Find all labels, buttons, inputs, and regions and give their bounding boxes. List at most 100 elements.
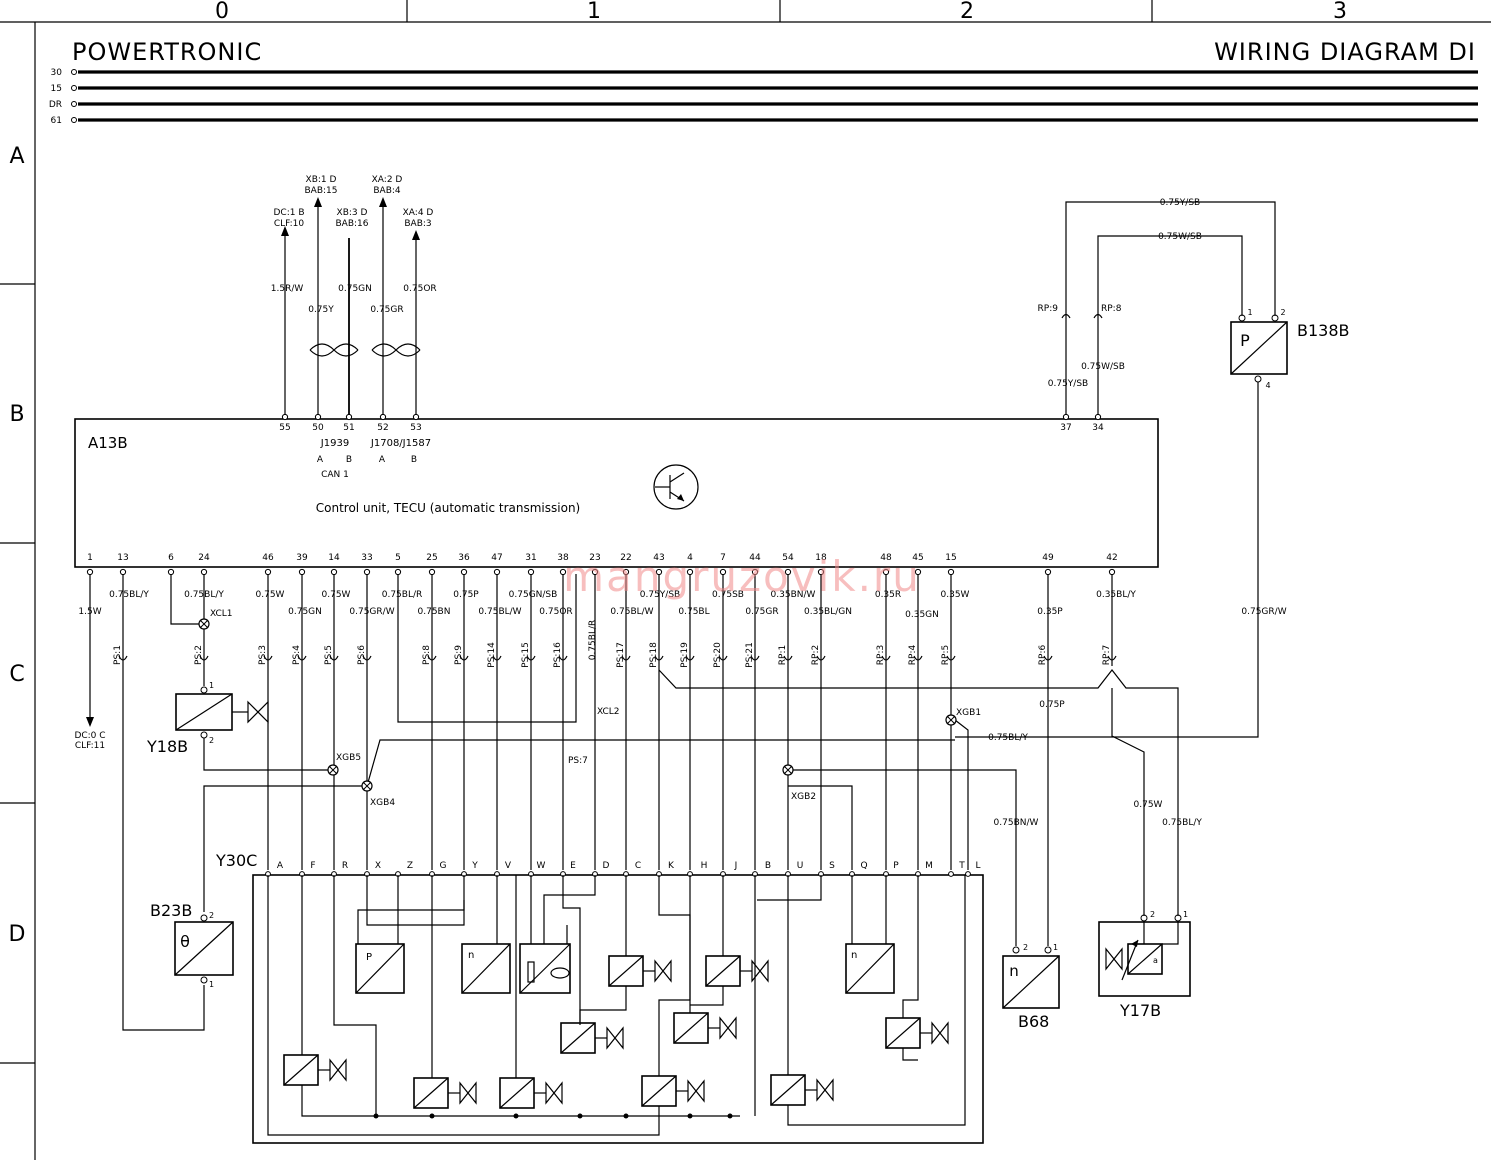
- b23b-sensor: [174, 914, 234, 984]
- bottom-wire-label: 0.75GR: [745, 607, 778, 617]
- wire-label-w: 0.75W: [1134, 800, 1163, 810]
- bottom-wire-label: 0.75BL/W: [478, 607, 521, 617]
- connector-ref-clf10: CLF:10: [274, 219, 305, 229]
- bottom-wire-label: 0.75P: [453, 590, 479, 600]
- b23b-symbol: θ: [180, 932, 190, 951]
- ecu-bottom-pin-number: 6: [168, 553, 174, 563]
- y30c-box: [252, 874, 984, 1144]
- y30c-pin: [948, 871, 954, 877]
- y30c-pin-letter: H: [701, 861, 708, 871]
- bus-label-61: 61: [51, 116, 62, 126]
- connector-ref-xa2d: XA:2 D: [372, 175, 403, 185]
- y30c-pin-letter: B: [765, 861, 771, 871]
- y30c-pin-letter: Y: [471, 861, 478, 871]
- ecu-bottom-pin-number: 49: [1042, 553, 1054, 563]
- y30c-pin-letter: P: [893, 861, 899, 871]
- ecu-bottom-pin: [298, 568, 306, 576]
- bottom-wire-label: 0.75W: [256, 590, 285, 600]
- y30c-pin-letter: S: [829, 861, 835, 871]
- bottom-wire-label: 1.5W: [78, 607, 101, 617]
- ecu-top-pin-number: 37: [1060, 423, 1071, 433]
- y30c-sensor-p-symbol: P: [366, 952, 372, 963]
- bottom-wire-label: 0.75BL/Y: [184, 590, 224, 600]
- ps-connector-label: PS:2: [194, 645, 204, 665]
- ps-connector-label: PS:20: [713, 642, 723, 668]
- rp8-label: RP:8: [1101, 304, 1122, 314]
- bottom-wire-label: 0.75BL/W: [610, 607, 653, 617]
- ecu-top-pin-number: 52: [377, 423, 388, 433]
- connector-fork: [654, 655, 664, 661]
- bottom-wire-label: 0.75BL/R: [382, 590, 423, 600]
- ecu-bottom-pin-number: 13: [117, 553, 128, 563]
- ecu-bottom-pin: [493, 568, 501, 576]
- connector-fork: [459, 655, 469, 661]
- row-label-d: D: [9, 922, 26, 947]
- y17b-pin1: 1: [1183, 910, 1188, 919]
- b23b-pin1: 1: [209, 980, 214, 989]
- b68-symbol: n: [1009, 962, 1019, 980]
- can-b-label: B: [346, 455, 352, 465]
- ecu-top-pin: [412, 413, 420, 421]
- ps-connector-label: PS:5: [324, 645, 334, 665]
- connector-ref-bab15: BAB:15: [305, 186, 338, 196]
- ecu-bottom-pin-number: 36: [458, 553, 470, 563]
- connector-fork: [558, 655, 568, 661]
- y30c-pin-letter: M: [925, 861, 933, 871]
- y30c-pin-letter: G: [440, 861, 447, 871]
- y30c-pin-letter: V: [505, 861, 512, 871]
- ecu-top-pin-number: 50: [312, 423, 324, 433]
- ps7-label: PS:7: [568, 756, 588, 766]
- ecu-bottom-pin-number: 4: [687, 553, 693, 563]
- ecu-bottom-pin-number: 22: [620, 553, 631, 563]
- ps-connector-label: PS:1: [113, 645, 123, 665]
- splice-xgb2: XGB2: [791, 792, 816, 802]
- connector-fork: [526, 655, 536, 661]
- bottom-wire-label: 0.75SB: [712, 590, 744, 600]
- connector-fork: [913, 655, 923, 661]
- bottom-wire-label: 0.75GR/W: [349, 607, 394, 617]
- ecu-bottom-pin: [527, 568, 535, 576]
- ecu-top-pin: [314, 413, 322, 421]
- bottom-wiring: [86, 574, 1179, 1031]
- y30c-pin-letter: X: [375, 861, 381, 871]
- ecu-bottom-pin-number: 5: [395, 553, 401, 563]
- ecu-bottom-pin-number: 33: [361, 553, 372, 563]
- ecu-bottom-pin: [428, 568, 436, 576]
- bus-label-30: 30: [51, 68, 63, 78]
- top-wiring: [281, 197, 421, 415]
- ecu-top-pin: [1094, 413, 1102, 421]
- y17b-pin2: 2: [1150, 910, 1155, 919]
- wire-label-0-75ysb-top: 0.75Y/SB: [1160, 198, 1200, 208]
- row-label-c: C: [9, 662, 24, 687]
- wire-label-0-75wsb-top: 0.75W/SB: [1158, 232, 1202, 242]
- y30c-pin-letter: R: [342, 861, 348, 871]
- connector-fork: [1043, 655, 1053, 661]
- ecu-bottom-pin: [947, 568, 955, 576]
- ecu-bottom-pin: [200, 568, 208, 576]
- ps-connector-label: PS:4: [292, 645, 302, 665]
- j1708-a-label: A: [379, 455, 386, 465]
- b68-pin1: 1: [1053, 943, 1058, 952]
- ps-connector-label: RP:2: [811, 645, 821, 665]
- ps-connector-label: PS:19: [680, 642, 690, 668]
- connector-fork: [427, 655, 437, 661]
- column-label-2: 2: [960, 0, 974, 24]
- ecu-bottom-pin-number: 54: [782, 553, 794, 563]
- ps-connector-label: RP:1: [778, 645, 788, 665]
- connector-fork: [621, 655, 631, 661]
- splice-xgb1: XGB1: [956, 708, 981, 718]
- b23b-pin2: 2: [209, 911, 214, 920]
- ecu-bottom-pin-number: 47: [491, 553, 502, 563]
- transistor-icon: [653, 464, 699, 510]
- ecu-bottom-pin-number: 23: [589, 553, 600, 563]
- connector-fork: [362, 655, 372, 661]
- ecu-bottom-pin-number: 43: [653, 553, 664, 563]
- y30c-pin-letter: K: [668, 861, 675, 871]
- bus-label-dr: DR: [49, 100, 62, 110]
- connector-fork: [718, 655, 728, 661]
